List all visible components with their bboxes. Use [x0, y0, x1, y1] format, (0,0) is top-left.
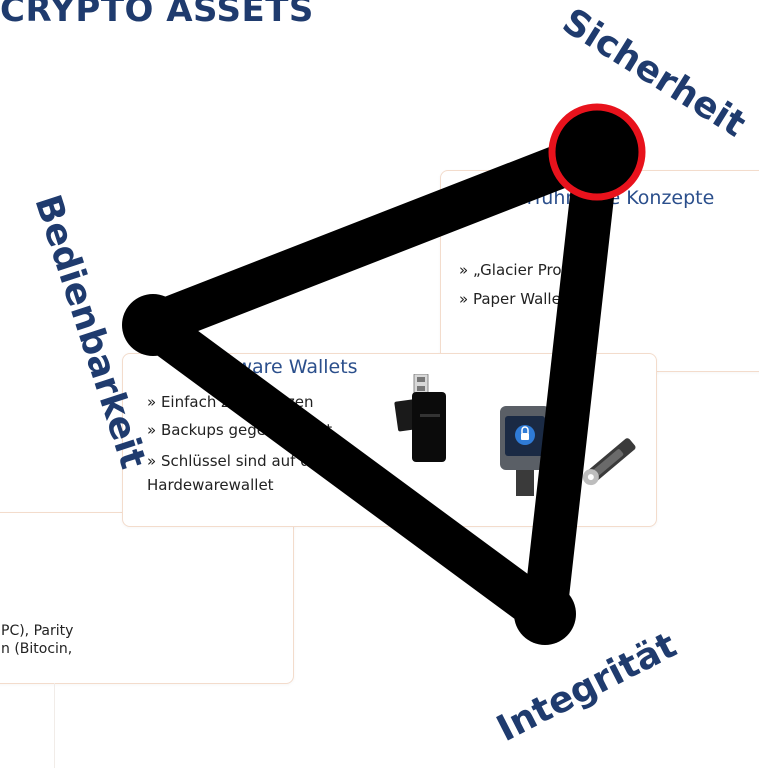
ledger-wallet-image: [582, 438, 636, 486]
hardware-bullet-3: » Schlüssel sind auf der: [147, 452, 326, 470]
edge-top-bottom: [523, 130, 619, 636]
usb-wallet-image: [394, 374, 446, 462]
page-title: CRYPTO ASSETS: [0, 0, 314, 30]
vertex-label-integritaet: Integrität: [490, 625, 683, 750]
vertex-bottom-node: [514, 583, 576, 645]
hardware-bullet-3-continuation: Hardewarewallet: [147, 476, 274, 494]
edge-left-bottom: [131, 303, 567, 636]
software-wallets-card: PC), Parity n (Bitocin,: [0, 512, 294, 684]
software-text-line-1: PC), Parity: [1, 623, 74, 639]
edge-left-top: [131, 130, 619, 347]
vertex-left-node: [122, 294, 184, 356]
software-text-line-2: n (Bitocin,: [1, 641, 73, 657]
concepts-bullet-2: » Paper Wallets: [459, 290, 575, 308]
vertex-top-node-highlighted: [548, 103, 646, 201]
divider-line: [54, 683, 55, 768]
trezor-wallet-image: [500, 406, 550, 496]
